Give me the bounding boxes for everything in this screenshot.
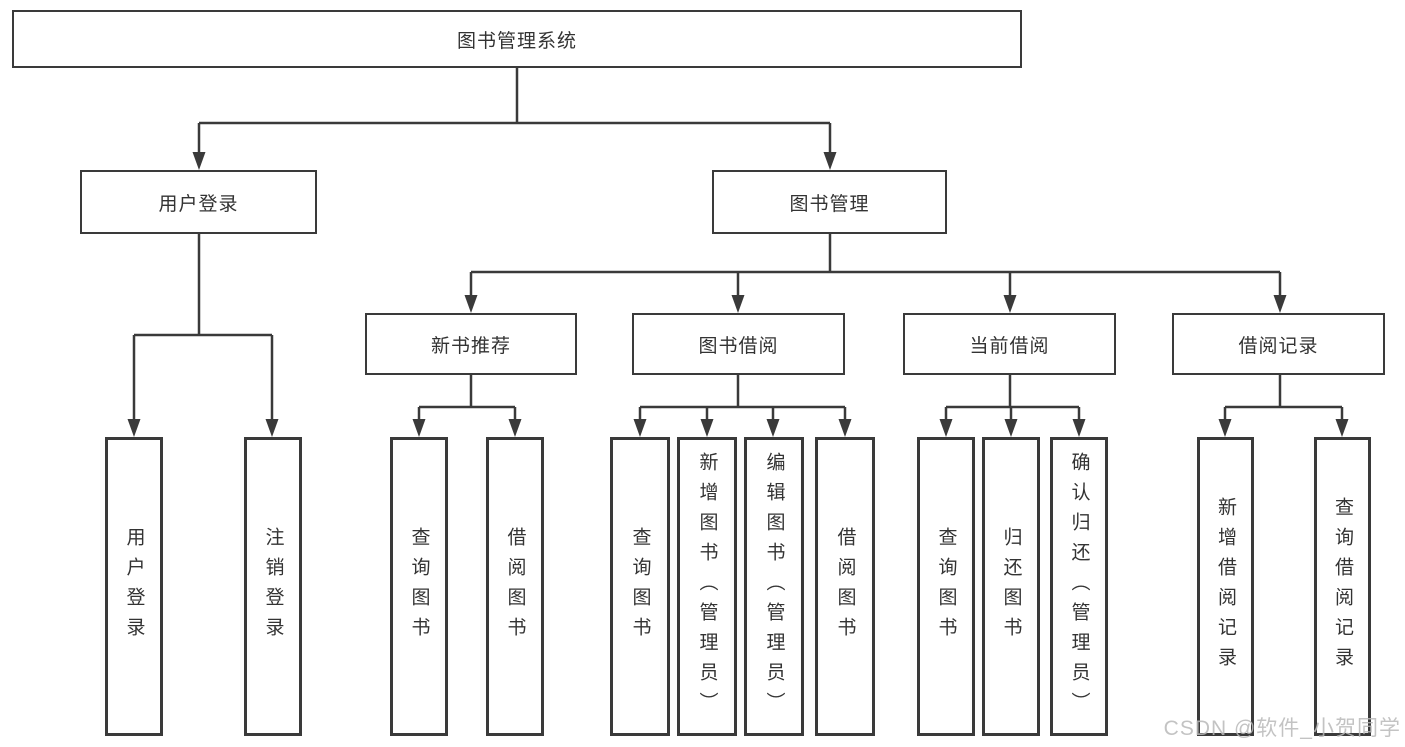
node-current-borrow: 当前借阅 bbox=[903, 313, 1116, 375]
leaf-user-login: 用户登录 bbox=[105, 437, 163, 736]
leaf-return-books-label: 归还图书 bbox=[1000, 526, 1022, 647]
leaf-current-query-books-label: 查询图书 bbox=[935, 526, 957, 647]
node-library-management-system: 图书管理系统 bbox=[12, 10, 1022, 68]
leaf-confirm-return-admin-label: 确认归还（管理员） bbox=[1068, 451, 1090, 722]
node-borrow-records: 借阅记录 bbox=[1172, 313, 1385, 375]
leaf-borrow-query-books-label: 查询图书 bbox=[629, 526, 651, 647]
leaf-user-login-label: 用户登录 bbox=[123, 526, 145, 647]
node-user-login: 用户登录 bbox=[80, 170, 317, 234]
leaf-add-books-admin: 新增图书（管理员） bbox=[677, 437, 737, 736]
leaf-return-books: 归还图书 bbox=[982, 437, 1040, 736]
leaf-borrow-books-label: 借阅图书 bbox=[834, 526, 856, 647]
node-new-book-recommend: 新书推荐 bbox=[365, 313, 577, 375]
leaf-logout-login-label: 注销登录 bbox=[262, 526, 284, 647]
leaf-logout-login: 注销登录 bbox=[244, 437, 302, 736]
node-book-borrow: 图书借阅 bbox=[632, 313, 845, 375]
leaf-borrow-books: 借阅图书 bbox=[815, 437, 875, 736]
csdn-watermark: CSDN @软件_小贺同学 bbox=[1163, 717, 1401, 740]
leaf-add-borrow-record: 新增借阅记录 bbox=[1197, 437, 1254, 736]
leaf-recommend-query-books-label: 查询图书 bbox=[408, 526, 430, 647]
leaf-recommend-borrow-books-label: 借阅图书 bbox=[504, 526, 526, 647]
leaf-edit-books-admin-label: 编辑图书（管理员） bbox=[763, 451, 785, 722]
leaf-confirm-return-admin: 确认归还（管理员） bbox=[1050, 437, 1108, 736]
leaf-query-borrow-record-label: 查询借阅记录 bbox=[1332, 496, 1353, 677]
leaf-query-borrow-record: 查询借阅记录 bbox=[1314, 437, 1371, 736]
leaf-add-books-admin-label: 新增图书（管理员） bbox=[696, 451, 718, 722]
node-book-management: 图书管理 bbox=[712, 170, 947, 234]
leaf-current-query-books: 查询图书 bbox=[917, 437, 975, 736]
leaf-add-borrow-record-label: 新增借阅记录 bbox=[1215, 496, 1236, 677]
leaf-recommend-query-books: 查询图书 bbox=[390, 437, 448, 736]
leaf-edit-books-admin: 编辑图书（管理员） bbox=[744, 437, 804, 736]
leaf-borrow-query-books: 查询图书 bbox=[610, 437, 670, 736]
leaf-recommend-borrow-books: 借阅图书 bbox=[486, 437, 544, 736]
